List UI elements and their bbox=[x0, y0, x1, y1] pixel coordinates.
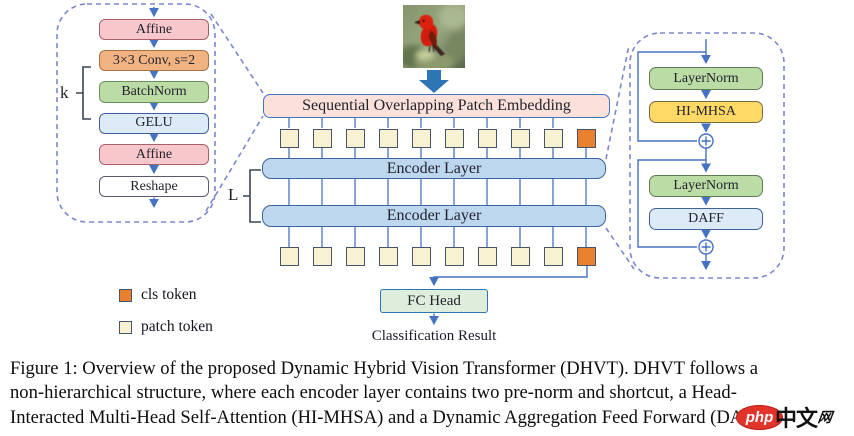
conv-label: 3×3 Conv, s=2 bbox=[112, 52, 196, 68]
image-to-embedding-arrow bbox=[419, 70, 449, 93]
caption-line-2: non-hierarchical structure, where each e… bbox=[10, 382, 737, 404]
affine-label: Affine bbox=[135, 21, 173, 37]
gelu-label: GELU bbox=[135, 115, 173, 130]
batchnorm-label: BatchNorm bbox=[121, 84, 187, 99]
daff-block: DAFF bbox=[649, 208, 763, 230]
bird-illustration bbox=[397, 5, 467, 71]
k-bracket-label: k bbox=[60, 83, 69, 102]
input-image bbox=[397, 5, 467, 71]
figure-caption: Figure 1: Overview of the proposed Dynam… bbox=[10, 357, 854, 430]
patch-token bbox=[279, 128, 299, 148]
encoder-detail-panel-outline bbox=[629, 32, 785, 279]
encoder-connector-top bbox=[605, 44, 630, 160]
reshape-label: Reshape bbox=[130, 178, 178, 194]
patch-token bbox=[477, 247, 497, 266]
patch-token bbox=[345, 128, 365, 148]
hi-mhsa-block: HI-MHSA bbox=[649, 101, 763, 123]
patch-token-label: patch token bbox=[141, 318, 213, 335]
layernorm-block-2: LayerNorm bbox=[649, 175, 763, 197]
patch-token bbox=[510, 247, 530, 266]
patch-token bbox=[477, 128, 497, 148]
stem-connector-top bbox=[210, 13, 264, 94]
daff-label: DAFF bbox=[688, 211, 724, 226]
patch-token bbox=[345, 247, 365, 266]
conv-block: 3×3 Conv, s=2 bbox=[99, 50, 209, 71]
encoder-detail-flow bbox=[637, 39, 711, 271]
caption-line-3: Interacted Multi-Head Self-Attention (HI… bbox=[10, 406, 775, 428]
reshape-block: Reshape bbox=[99, 176, 209, 197]
watermark-cn-text: 中文 bbox=[775, 406, 818, 431]
k-bracket bbox=[76, 66, 91, 120]
patch-token bbox=[444, 128, 464, 148]
watermark-logo: php 中文 网 bbox=[736, 401, 834, 433]
watermark-php-badge: php bbox=[736, 404, 783, 430]
patch-embedding-label: Sequential Overlapping Patch Embedding bbox=[302, 97, 571, 114]
encoder-layer-2: Encoder Layer bbox=[262, 205, 606, 227]
patch-token bbox=[444, 247, 464, 266]
stem-panel-outline bbox=[56, 3, 216, 223]
cls-token bbox=[576, 247, 596, 266]
cls-token bbox=[576, 128, 596, 148]
patch-token-swatch bbox=[119, 320, 132, 334]
l-bracket bbox=[243, 169, 261, 223]
affine-block-2: Affine bbox=[99, 144, 209, 165]
patch-token bbox=[411, 128, 431, 148]
legend-patch: patch token bbox=[119, 318, 213, 336]
patch-token bbox=[279, 247, 299, 266]
stem-connector-bottom bbox=[205, 115, 264, 212]
patch-token bbox=[543, 128, 563, 148]
patch-embedding-block: Sequential Overlapping Patch Embedding bbox=[263, 94, 610, 118]
affine-label: Affine bbox=[135, 146, 173, 162]
patch-token bbox=[312, 247, 332, 266]
cls-token-swatch bbox=[119, 288, 132, 302]
patch-token bbox=[411, 247, 431, 266]
residual-add-icons bbox=[698, 133, 714, 255]
affine-block-1: Affine bbox=[99, 19, 209, 40]
layernorm-label: LayerNorm bbox=[673, 178, 739, 193]
layernorm-block-1: LayerNorm bbox=[649, 67, 763, 90]
watermark-net-text: 网 bbox=[816, 409, 834, 425]
encoder-layer-1: Encoder Layer bbox=[262, 158, 606, 179]
legend-cls: cls token bbox=[119, 286, 197, 304]
patch-token bbox=[378, 247, 398, 266]
gelu-block: GELU bbox=[99, 112, 209, 134]
caption-line-1: Figure 1: Overview of the proposed Dynam… bbox=[10, 358, 759, 379]
cls-to-fc-path bbox=[429, 266, 588, 287]
patch-token-row-input bbox=[279, 128, 596, 148]
encoder-layer-label: Encoder Layer bbox=[386, 159, 482, 177]
classification-result-label: Classification Result bbox=[371, 328, 497, 344]
l-bracket-label: L bbox=[228, 185, 239, 204]
cls-token-label: cls token bbox=[141, 286, 197, 303]
hi-mhsa-label: HI-MHSA bbox=[676, 104, 736, 119]
patch-token bbox=[312, 128, 332, 148]
layernorm-label: LayerNorm bbox=[673, 70, 739, 86]
patch-token bbox=[510, 128, 530, 148]
patch-token bbox=[378, 128, 398, 148]
dashed-panels bbox=[56, 3, 785, 279]
encoder-layer-label: Encoder Layer bbox=[386, 207, 482, 224]
fc-head-block: FC Head bbox=[380, 289, 488, 313]
fc-head-label: FC Head bbox=[407, 292, 461, 309]
patch-token-row-output bbox=[279, 247, 596, 266]
patch-token bbox=[543, 247, 563, 266]
batchnorm-block: BatchNorm bbox=[99, 81, 209, 103]
token-column-lines bbox=[288, 118, 587, 247]
